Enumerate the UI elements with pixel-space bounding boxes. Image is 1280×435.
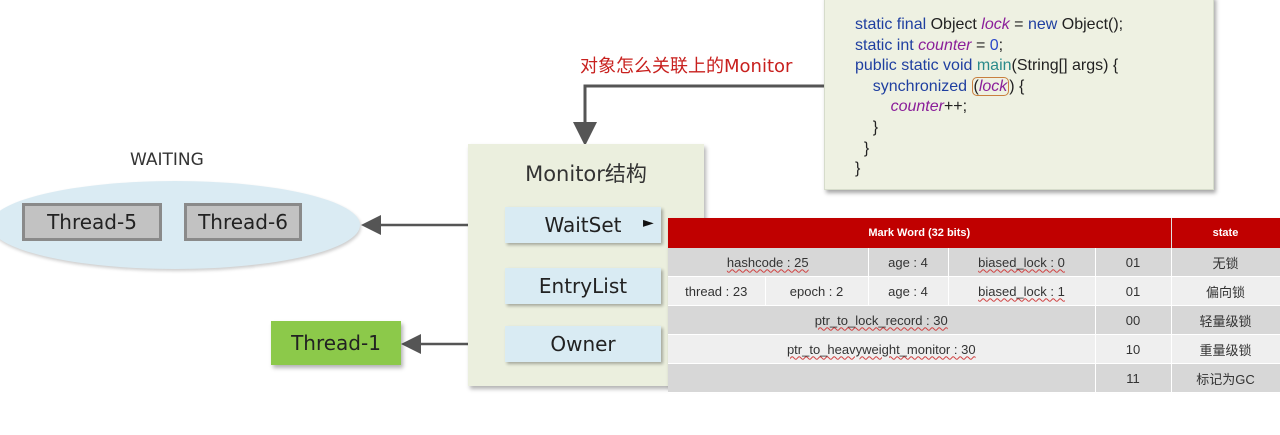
entrylist-slot: EntryList: [505, 268, 661, 304]
lock-to-monitor-arrow: [573, 84, 900, 146]
table-row: hashcode : 25 age : 4 biased_lock : 0 01…: [668, 248, 1280, 277]
table-row: thread : 23 epoch : 2 age : 4 biased_loc…: [668, 276, 1280, 306]
monitor-structure: Monitor结构 WaitSet EntryList Owner: [468, 144, 704, 386]
waiting-label: WAITING: [130, 150, 204, 170]
thread-5-box: Thread-5: [22, 203, 162, 241]
thread-1-owner-box: Thread-1: [271, 321, 401, 365]
question-label: 对象怎么关联上的Monitor: [580, 56, 793, 77]
code-snippet: static final Object lock = new Object();…: [824, 0, 1214, 190]
table-row: 11 标记为GC: [668, 363, 1280, 393]
table-row: ptr_to_heavyweight_monitor : 30 10 重量级锁: [668, 334, 1280, 364]
waitset-slot: WaitSet: [505, 207, 661, 243]
mark-word-table: Mark Word (32 bits) state hashcode : 25 …: [668, 218, 1280, 393]
lock-highlight: (lock: [971, 76, 1010, 96]
mouse-cursor-icon: ►: [643, 215, 654, 231]
waiting-set-ellipse: Thread-5 Thread-6: [0, 181, 360, 269]
mark-word-header: Mark Word (32 bits): [668, 218, 1172, 248]
owner-slot: Owner: [505, 326, 661, 362]
code-text: static final Object lock = new Object();…: [855, 16, 1124, 178]
thread-6-box: Thread-6: [184, 203, 302, 241]
state-header: state: [1171, 218, 1280, 248]
monitor-title: Monitor结构: [525, 162, 647, 186]
table-row: ptr_to_lock_record : 30 00 轻量级锁: [668, 305, 1280, 335]
